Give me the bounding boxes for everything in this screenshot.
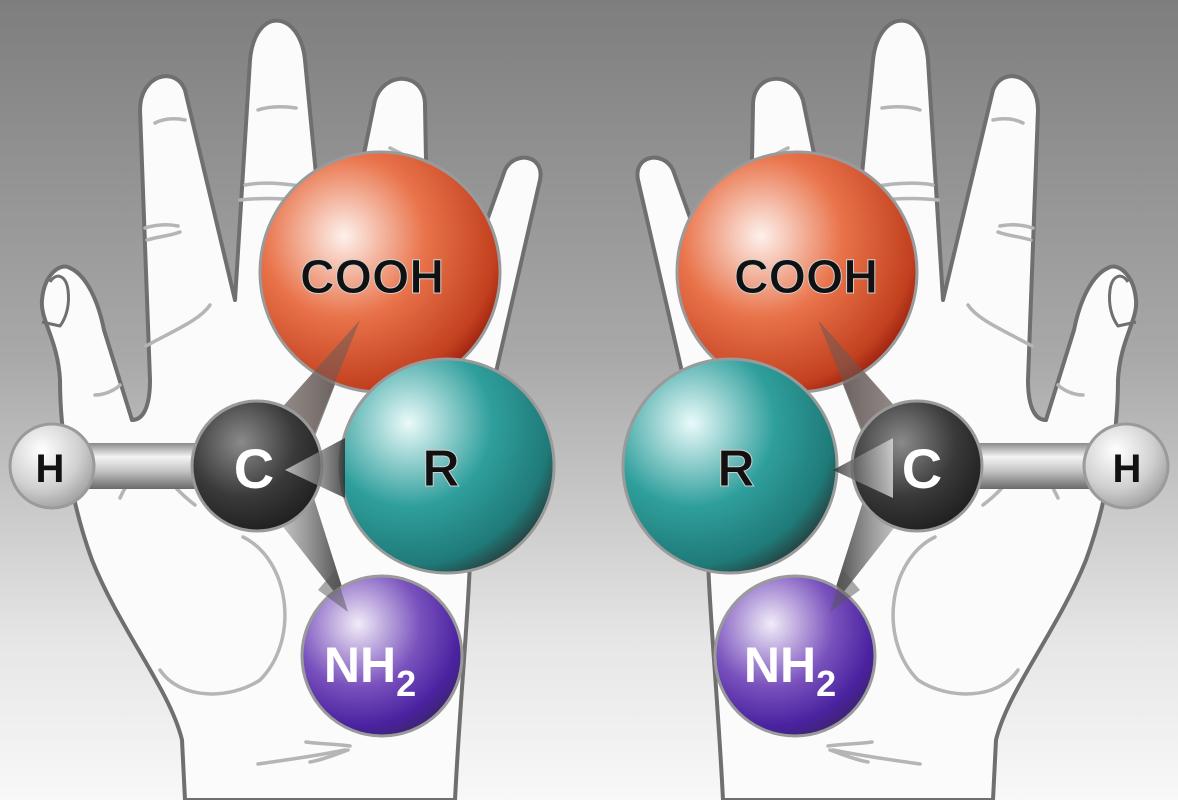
left-amino-subscript: 2 [396, 663, 416, 704]
left-carbon-atom: C [190, 399, 345, 533]
left-amino-atom: NH2 [300, 574, 464, 738]
left-wedge-tip-nh2 [318, 570, 348, 612]
left-molecule: COOH R NH2 C H [8, 150, 556, 738]
left-carbon-label: C [234, 437, 274, 500]
right-amino-atom: NH2 [713, 574, 877, 738]
right-amino-subscript: 2 [816, 663, 836, 704]
right-wedge-c-r [833, 438, 893, 498]
right-molecule: COOH R NH2 C H [621, 150, 1170, 738]
right-r-group-atom: R [621, 357, 839, 575]
right-carbon-atom: C [833, 399, 984, 533]
right-amino-label: NH [744, 637, 816, 693]
right-carboxyl-label: COOH [734, 251, 878, 304]
left-r-group-label: R [422, 440, 460, 498]
svg-text:NH2: NH2 [324, 637, 416, 704]
right-carbon-label: C [902, 437, 942, 500]
left-hydrogen-label: H [36, 447, 65, 491]
left-carboxyl-label: COOH [300, 251, 444, 304]
left-amino-label: NH [324, 637, 396, 693]
right-wedge-tip-nh2 [830, 570, 860, 612]
right-hydrogen-atom: H [1082, 422, 1170, 510]
svg-text:NH2: NH2 [744, 637, 836, 704]
left-r-group-atom: R [338, 357, 556, 575]
right-carboxyl-atom: COOH [675, 150, 919, 394]
left-wedge-c-r [285, 438, 345, 498]
left-hydrogen-atom: H [8, 422, 96, 510]
right-r-group-label: R [717, 440, 755, 498]
left-carboxyl-atom: COOH [258, 150, 502, 394]
right-hydrogen-label: H [1113, 447, 1142, 491]
